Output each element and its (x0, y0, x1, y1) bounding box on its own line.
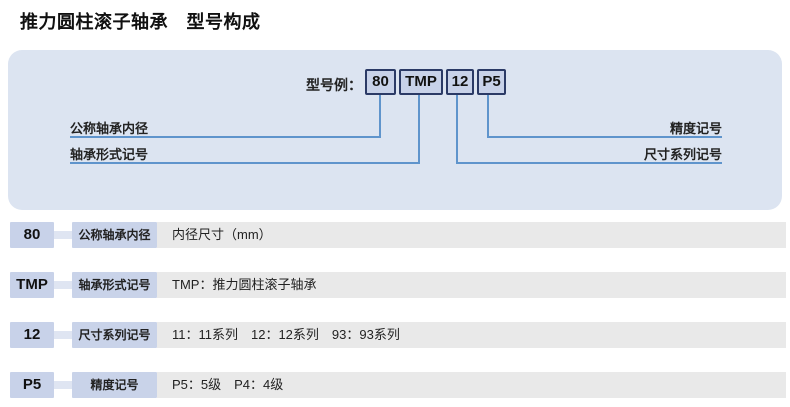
legend-row-series: 12 尺寸系列记号 11：11系列 12：12系列 93：93系列 (0, 322, 790, 348)
row-description: P5：5级 P4：4级 (157, 372, 786, 398)
row-description: 11：11系列 12：12系列 93：93系列 (157, 322, 786, 348)
callout-series-label: 尺寸系列记号 (643, 147, 722, 162)
row-label-badge: 公称轴承内径 (72, 222, 157, 248)
row-description: TMP：推力圆柱滚子轴承 (157, 272, 786, 298)
row-label-badge: 尺寸系列记号 (72, 322, 157, 348)
code-box-series: 12 (446, 69, 474, 95)
connector-bore-vertical (379, 95, 381, 138)
code-box-type: TMP (399, 69, 443, 95)
connector-series-vertical (456, 95, 458, 164)
legend-row-precision: P5 精度记号 P5：5级 P4：4级 (0, 372, 790, 398)
connector-bore-horizontal (70, 136, 381, 138)
code-box-precision: P5 (477, 69, 506, 95)
row-description: 内径尺寸（mm） (157, 222, 786, 248)
row-code-badge: P5 (10, 372, 54, 398)
model-example-codes: 80 TMP 12 P5 (365, 69, 506, 95)
connector-precision-horizontal (487, 136, 722, 138)
row-connector (54, 331, 72, 339)
row-connector (54, 281, 72, 289)
row-label-badge: 轴承形式记号 (72, 272, 157, 298)
row-connector (54, 231, 72, 239)
row-label-badge: 精度记号 (72, 372, 157, 398)
row-connector (54, 381, 72, 389)
row-code-badge: 12 (10, 322, 54, 348)
connector-type-horizontal (70, 162, 420, 164)
callout-precision-label: 精度记号 (669, 121, 722, 136)
code-box-bore: 80 (365, 69, 396, 95)
connector-precision-vertical (487, 95, 489, 138)
connector-series-horizontal (456, 162, 722, 164)
page-title: 推力圆柱滚子轴承 型号构成 (20, 12, 261, 32)
legend-row-bore: 80 公称轴承内径 内径尺寸（mm） (0, 222, 790, 248)
row-code-badge: TMP (10, 272, 54, 298)
callout-type-label: 轴承形式记号 (70, 147, 149, 162)
legend-row-type: TMP 轴承形式记号 TMP：推力圆柱滚子轴承 (0, 272, 790, 298)
model-example-label: 型号例： (306, 77, 362, 93)
callout-bore-label: 公称轴承内径 (70, 121, 149, 136)
connector-type-vertical (418, 95, 420, 164)
row-code-badge: 80 (10, 222, 54, 248)
